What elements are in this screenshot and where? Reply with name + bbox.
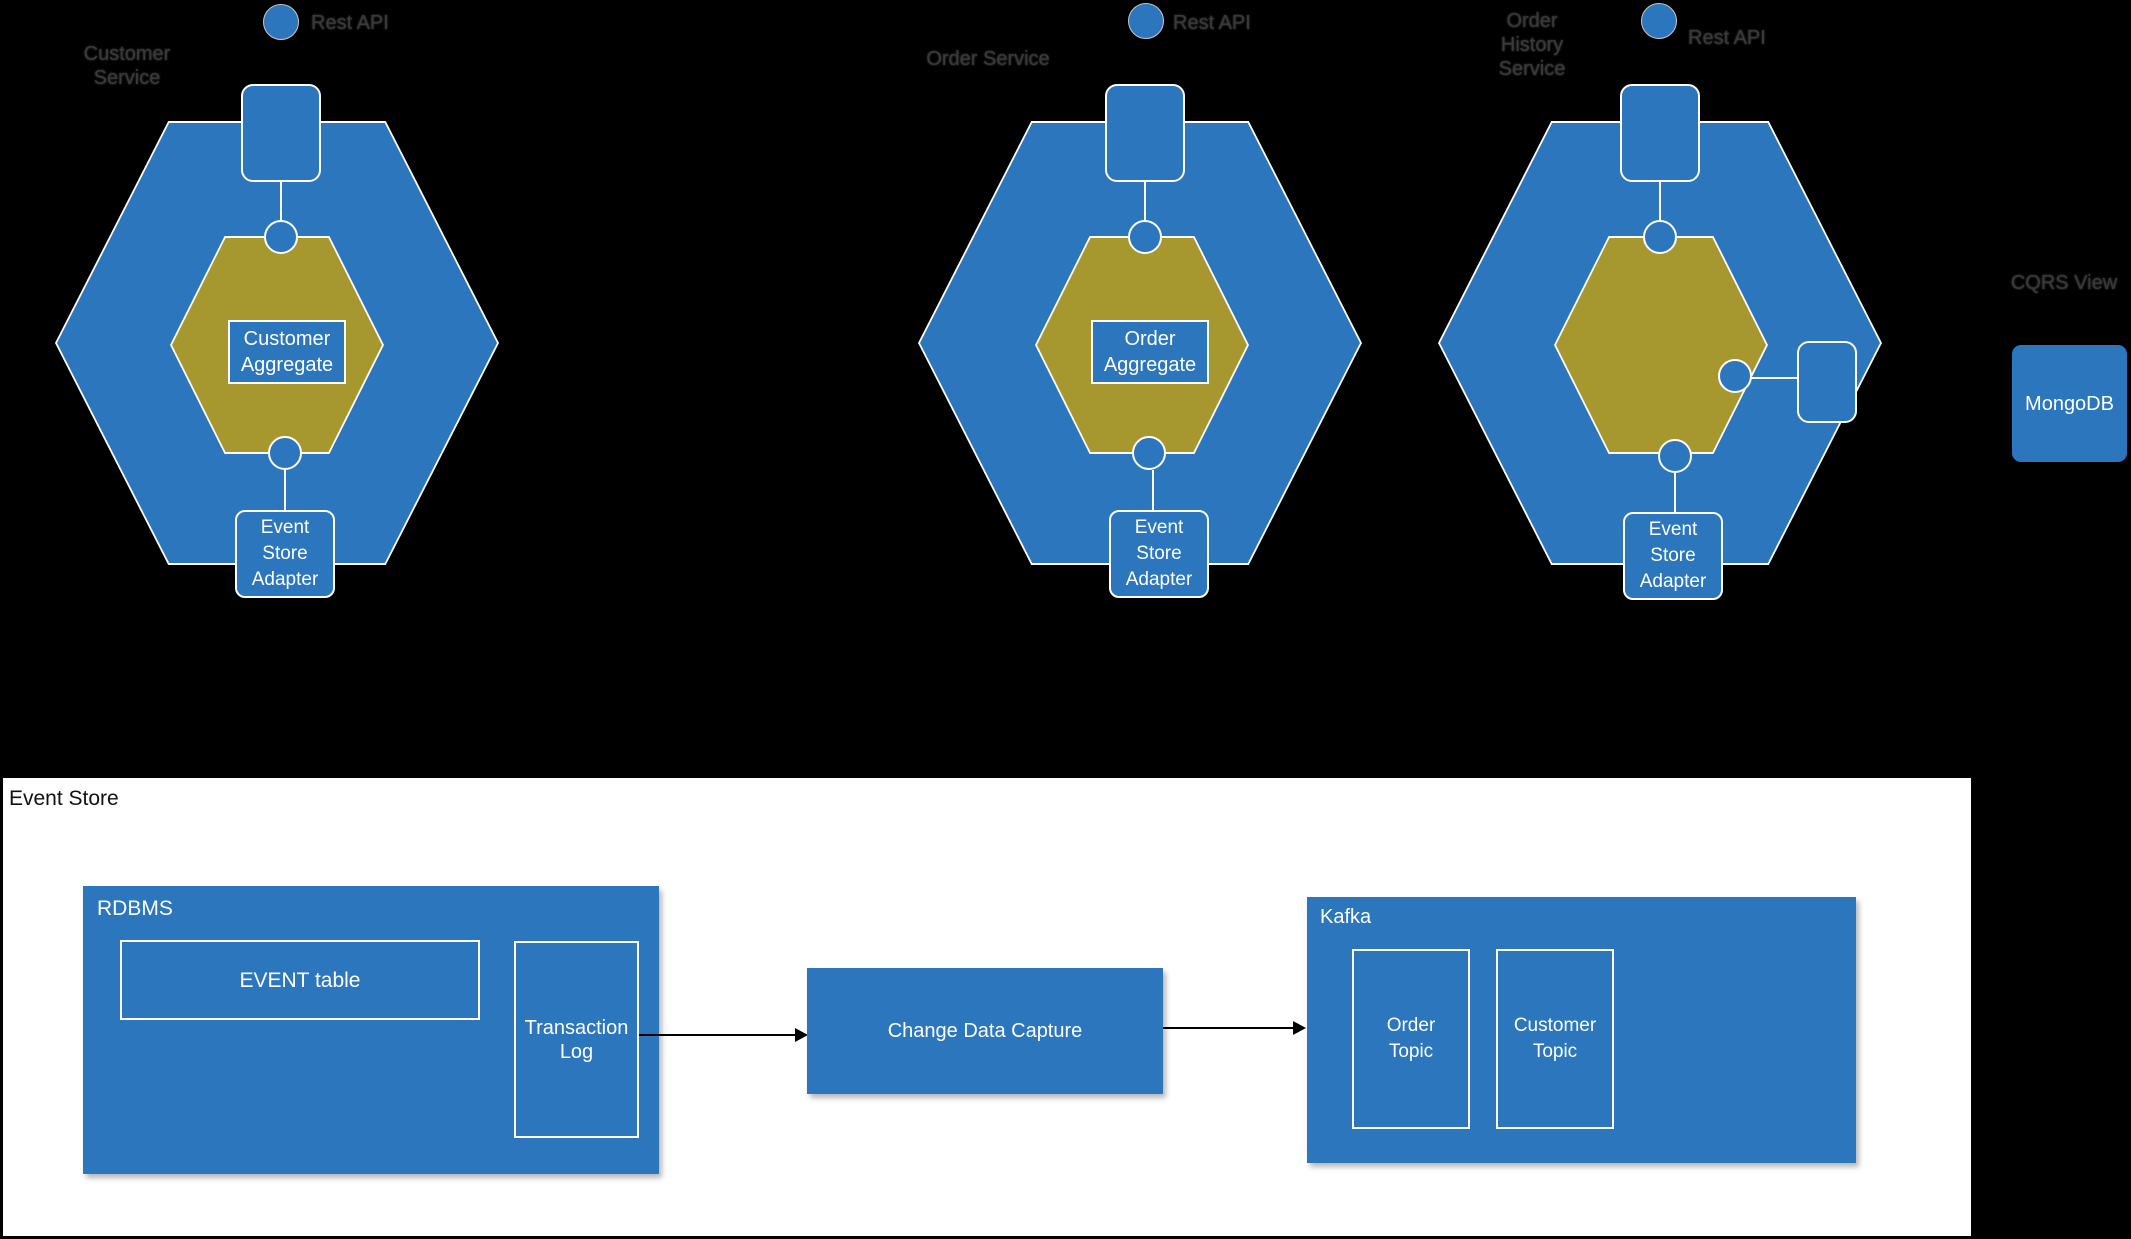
rest-api-icon	[1641, 3, 1677, 39]
arrow-transaction-log-to-cdc	[639, 1034, 796, 1036]
customer-topic-label: Customer Topic	[1513, 1015, 1597, 1062]
transaction-log-label: Transaction Log	[524, 1016, 629, 1063]
api-port-circle	[1128, 220, 1162, 254]
mongodb-box: MongoDB	[2012, 345, 2127, 462]
view-connector-line	[1748, 377, 1800, 379]
service-name-label: Order Service	[926, 48, 1050, 70]
api-connector-line	[1144, 182, 1146, 222]
rdbms-box	[83, 886, 659, 1174]
arrow-cdc-to-kafka	[1163, 1027, 1294, 1029]
rdbms-title: RDBMS	[97, 897, 173, 920]
order-topic-label: Order Topic	[1386, 1015, 1436, 1062]
change-data-capture-box: Change Data Capture	[807, 968, 1163, 1094]
api-port-circle	[264, 220, 298, 254]
event-store-adapter-box: Event Store Adapter	[235, 510, 335, 598]
event-store-adapter-box: Event Store Adapter	[1109, 510, 1209, 598]
customer-topic-box: Customer Topic	[1496, 949, 1614, 1129]
event-table-box: EVENT table	[120, 940, 480, 1020]
event-port-circle	[1132, 436, 1166, 470]
view-port	[1797, 341, 1857, 423]
transaction-log-box: Transaction Log	[514, 941, 639, 1138]
event-port-circle	[268, 436, 302, 470]
event-port-circle	[1658, 439, 1692, 473]
event-store-adapter-box: Event Store Adapter	[1623, 512, 1723, 600]
view-port-circle	[1718, 359, 1752, 393]
rest-api-label: Rest API	[1688, 27, 1766, 49]
api-connector-line	[280, 182, 282, 222]
rest-api-icon	[1128, 3, 1164, 39]
rest-api-icon	[263, 4, 299, 40]
api-port-circle	[1643, 220, 1677, 254]
rest-api-label: Rest API	[1173, 12, 1251, 34]
kafka-box	[1307, 897, 1856, 1163]
rest-api-label: Rest API	[311, 12, 389, 34]
arrowhead-transaction-log-to-cdc	[795, 1028, 808, 1042]
adapter-connector-line	[284, 470, 286, 512]
arrowhead-cdc-to-kafka	[1293, 1021, 1306, 1035]
cqrs-view-label: CQRS View	[2010, 272, 2118, 294]
adapter-connector-line	[1674, 473, 1676, 512]
aggregate-box: Customer Aggregate	[228, 320, 346, 384]
order-topic-box: Order Topic	[1352, 949, 1470, 1129]
adapter-connector-line	[1152, 470, 1154, 512]
api-port	[1105, 84, 1185, 182]
service-name-label: Order History Service	[1498, 10, 1566, 80]
event-store-title: Event Store	[9, 787, 119, 810]
kafka-title: Kafka	[1320, 906, 1372, 928]
api-port	[1620, 84, 1700, 182]
aggregate-box: Order Aggregate	[1091, 320, 1209, 384]
service-name-label: Customer Service	[83, 43, 171, 89]
api-connector-line	[1659, 182, 1661, 222]
api-port	[241, 84, 321, 182]
